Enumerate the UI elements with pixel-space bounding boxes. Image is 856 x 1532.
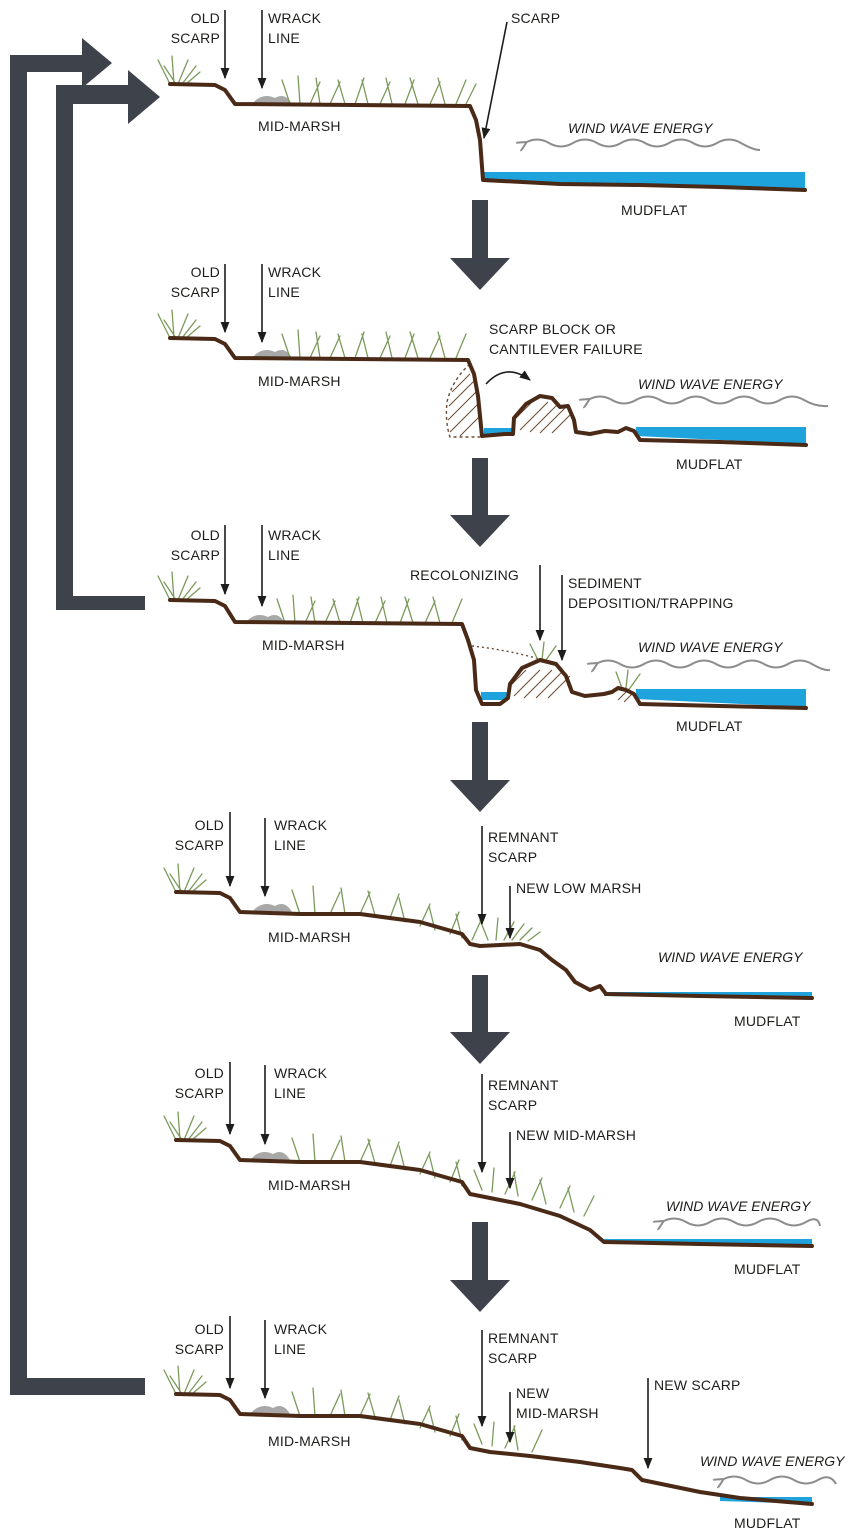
wrack-debris: [250, 1406, 290, 1414]
marsh-ground: [174, 1138, 814, 1248]
mudflat-label: MUDFLAT: [676, 456, 743, 472]
stage-down-arrows: [450, 200, 510, 1312]
wrack-debris: [252, 96, 292, 104]
mid-marsh-label: MID-MARSH: [268, 929, 351, 945]
marsh-ground: [168, 336, 808, 447]
wind-wave-energy-label: WIND WAVE ENERGY: [638, 376, 784, 392]
mudflat-water: [636, 689, 806, 707]
pool-water: [481, 692, 508, 700]
wind-wave-arrow: [588, 395, 829, 407]
mudflat-water: [636, 427, 806, 444]
new-scarp-label: NEW SCARP: [654, 1377, 741, 1393]
mid-marsh-label: MID-MARSH: [268, 1177, 351, 1193]
down-arrow-5: [450, 1222, 510, 1312]
marsh-ground: [168, 82, 807, 192]
inner-loop-arrow: [56, 70, 160, 610]
marsh-grass: [163, 1111, 595, 1217]
down-arrow-1: [450, 200, 510, 290]
new-marsh-label: NEW LOW MARSH: [516, 880, 642, 896]
wind-wave-energy-label: WIND WAVE ENERGY: [568, 120, 714, 136]
down-arrow-4: [450, 975, 510, 1064]
marsh-grass: [163, 863, 541, 942]
marsh-ground: [168, 598, 808, 710]
scarp-label: SCARP: [511, 10, 560, 26]
wind-wave-energy-label: WIND WAVE ENERGY: [666, 1198, 812, 1214]
wind-wave-arrow: [722, 1475, 837, 1485]
failure-zone-outline: [445, 363, 480, 438]
failure-zone-hatch: [447, 373, 481, 437]
wind-wave-arrow: [525, 138, 761, 151]
mudflat-label: MUDFLAT: [734, 1515, 801, 1531]
marsh-grass: [157, 55, 477, 105]
mid-marsh-label: MID-MARSH: [268, 1433, 351, 1449]
wrack-debris: [252, 904, 292, 912]
wind-wave-arrow: [596, 659, 831, 671]
mudflat-label: MUDFLAT: [621, 202, 688, 218]
marsh-ground: [174, 1392, 814, 1506]
marsh-grass: [163, 1365, 543, 1453]
sediment-hatch: [509, 669, 635, 703]
recolonizing-label: RECOLONIZING: [410, 567, 519, 583]
wrack-debris: [250, 1152, 290, 1160]
feedback-loop-arrows: [10, 38, 160, 1395]
failed-block-hatch: [515, 399, 573, 434]
mudflat-label: MUDFLAT: [734, 1261, 801, 1277]
wrack-debris: [252, 350, 292, 358]
scarp-arrow: [481, 21, 508, 140]
marsh-ground: [174, 890, 814, 1000]
down-arrow-2: [450, 458, 510, 547]
wind-wave-arrow: [662, 1217, 821, 1227]
wind-wave-energy-label: WIND WAVE ENERGY: [700, 1453, 846, 1469]
failure-motion-arrow: [485, 370, 531, 385]
mudflat-label: MUDFLAT: [676, 718, 743, 734]
marsh-grass: [157, 309, 467, 359]
mid-marsh-label: MID-MARSH: [258, 118, 341, 134]
marsh-grass: [157, 571, 641, 689]
new-marsh-label: NEW MID-MARSH: [516, 1127, 636, 1143]
wind-wave-energy-label: WIND WAVE ENERGY: [638, 639, 784, 655]
wind-wave-energy-label: WIND WAVE ENERGY: [658, 949, 804, 965]
mudflat-label: MUDFLAT: [734, 1013, 801, 1029]
mid-marsh-label: MID-MARSH: [258, 373, 341, 389]
outer-loop-arrow: [10, 38, 145, 1395]
mudflat-water: [484, 172, 805, 189]
mid-marsh-label: MID-MARSH: [262, 637, 345, 653]
down-arrow-3: [450, 722, 510, 812]
